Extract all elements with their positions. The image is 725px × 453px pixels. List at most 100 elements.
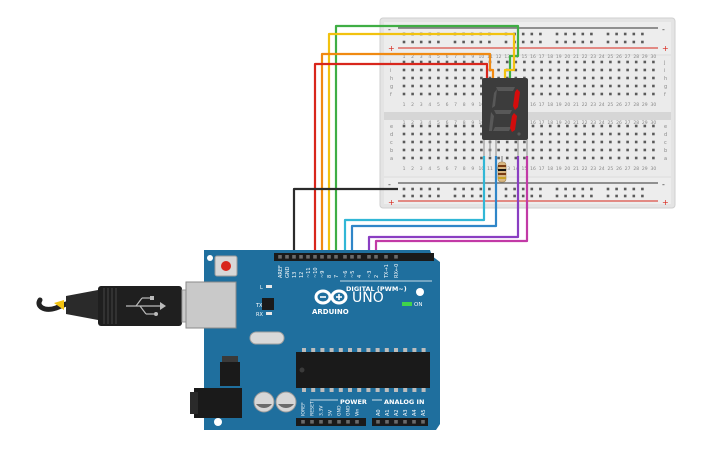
breadboard-hole[interactable] [557,132,561,136]
breadboard-hole[interactable] [480,92,483,96]
breadboard-hole[interactable] [445,132,449,136]
breadboard-hole[interactable] [609,124,612,128]
breadboard-hole[interactable] [402,76,406,80]
rail-hole[interactable] [581,194,585,198]
breadboard-hole[interactable] [540,84,543,88]
rail-hole[interactable] [402,194,406,198]
breadboard-hole[interactable] [497,156,500,160]
rail-hole[interactable] [453,40,457,44]
rail-hole[interactable] [632,194,636,198]
breadboard-hole[interactable] [591,68,595,72]
breadboard-hole[interactable] [454,148,457,152]
breadboard-hole[interactable] [652,148,655,152]
breadboard-hole[interactable] [488,156,492,160]
rail-hole[interactable] [539,194,542,198]
rail-hole[interactable] [606,40,610,44]
rail-hole[interactable] [504,187,508,191]
breadboard-hole[interactable] [428,156,432,160]
terminal-holes[interactable] [402,60,655,160]
breadboard-hole[interactable] [617,60,621,64]
breadboard-hole[interactable] [583,84,586,88]
breadboard-hole[interactable] [419,84,423,88]
breadboard-hole[interactable] [402,60,406,64]
breadboard-hole[interactable] [600,156,604,160]
breadboard-hole[interactable] [609,68,612,72]
breadboard-hole[interactable] [548,76,552,80]
breadboard-hole[interactable] [462,148,466,152]
breadboard-hole[interactable] [583,76,586,80]
rail-hole[interactable] [504,40,508,44]
header-pin[interactable] [313,255,317,259]
breadboard-hole[interactable] [574,76,578,80]
rail-hole[interactable] [606,194,610,198]
breadboard-hole[interactable] [419,124,423,128]
rail-hole[interactable] [555,32,559,36]
rail-hole[interactable] [623,40,627,44]
breadboard-hole[interactable] [462,60,466,64]
rail-hole[interactable] [530,194,534,198]
breadboard-hole[interactable] [419,148,423,152]
rail-hole[interactable] [615,40,618,44]
breadboard-hole[interactable] [531,76,535,80]
rail-hole[interactable] [555,187,559,191]
power-header-pin[interactable] [346,420,350,424]
rail-hole[interactable] [479,40,483,44]
breadboard-hole[interactable] [643,92,647,96]
breadboard-hole[interactable] [540,68,543,72]
breadboard-hole[interactable] [600,124,604,128]
breadboard-hole[interactable] [531,60,535,64]
breadboard-hole[interactable] [445,156,449,160]
breadboard-hole[interactable] [428,76,432,80]
usb-cable[interactable] [36,286,209,326]
breadboard-hole[interactable] [454,84,457,88]
breadboard-hole[interactable] [548,124,552,128]
breadboard-hole[interactable] [591,140,595,144]
breadboard-hole[interactable] [643,68,647,72]
rail-hole[interactable] [555,40,559,44]
rail-hole[interactable] [462,187,465,191]
power-header-pin[interactable] [319,420,323,424]
breadboard-hole[interactable] [626,156,629,160]
breadboard-hole[interactable] [445,84,449,88]
header-pin[interactable] [384,255,388,259]
breadboard-hole[interactable] [419,60,423,64]
breadboard-hole[interactable] [634,132,638,136]
rail-hole[interactable] [437,194,440,198]
breadboard-hole[interactable] [531,156,535,160]
breadboard-hole[interactable] [609,92,612,96]
breadboard-hole[interactable] [583,148,586,152]
breadboard-hole[interactable] [471,76,475,80]
breadboard-hole[interactable] [643,84,647,88]
rail-hole[interactable] [479,187,483,191]
breadboard-hole[interactable] [462,84,466,88]
breadboard-hole[interactable] [454,124,457,128]
breadboard-hole[interactable] [411,92,414,96]
breadboard-hole[interactable] [514,148,518,152]
rail-hole[interactable] [623,187,627,191]
breadboard-hole[interactable] [652,132,655,136]
breadboard-hole[interactable] [523,140,526,144]
breadboard-hole[interactable] [574,92,578,96]
breadboard-hole[interactable] [609,76,612,80]
breadboard-hole[interactable] [437,140,440,144]
rail-hole[interactable] [488,187,491,191]
bottom-header-pins[interactable] [301,420,425,424]
breadboard-hole[interactable] [626,76,629,80]
wire-yellow[interactable] [327,32,516,253]
breadboard-hole[interactable] [419,68,423,72]
breadboard-hole[interactable] [411,148,414,152]
breadboard-hole[interactable] [402,148,406,152]
breadboard-hole[interactable] [402,156,406,160]
breadboard-hole[interactable] [428,68,432,72]
rail-hole[interactable] [521,194,525,198]
wire-blue[interactable] [350,156,498,253]
rail-hole[interactable] [530,187,534,191]
rail-hole[interactable] [521,187,525,191]
breadboard-hole[interactable] [626,124,629,128]
rail-hole[interactable] [564,32,567,36]
breadboard-hole[interactable] [600,76,604,80]
breadboard-hole[interactable] [652,60,655,64]
breadboard-hole[interactable] [591,84,595,88]
breadboard-hole[interactable] [428,92,432,96]
analog-header-pin[interactable] [385,420,389,424]
